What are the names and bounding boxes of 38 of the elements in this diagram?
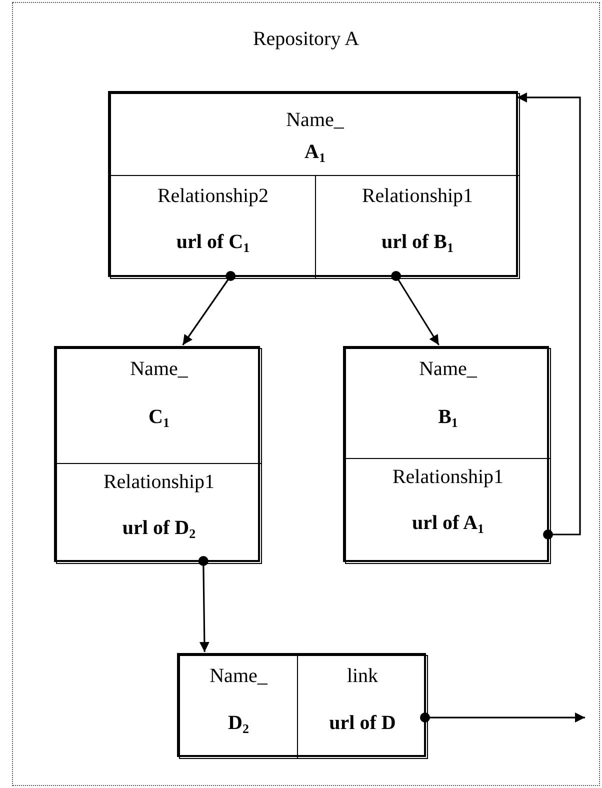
field-name: link [346, 664, 378, 688]
field-name: Name_ [419, 357, 477, 381]
record-cell [56, 463, 262, 564]
field-name: Relationship1 [362, 184, 474, 208]
field-name: Name_ [286, 108, 344, 132]
record-cell [179, 655, 298, 759]
field-value: C$_{1}$ [148, 405, 170, 429]
arrow [517, 92, 581, 540]
record-box [343, 346, 549, 562]
record-cell [110, 93, 520, 176]
field-value: url of A$_{1}$ [412, 511, 484, 535]
field-value: A$_{1}$ [304, 140, 326, 164]
record-box [177, 653, 426, 757]
arrow [182, 271, 236, 346]
field-value: url of B$_{1}$ [381, 230, 454, 254]
field-value: url of C$_{1}$ [176, 230, 250, 254]
field-name: Relationship1 [392, 465, 504, 489]
record-box [54, 346, 260, 562]
field-value: url of D [329, 711, 396, 735]
arrow [198, 556, 210, 652]
record-cell [56, 348, 262, 464]
field-value: D$_{2}$ [228, 711, 249, 735]
record-box [108, 91, 518, 277]
repository-frame [12, 2, 600, 786]
record-cell [345, 348, 551, 459]
field-name: Relationship1 [103, 470, 215, 494]
repository-title: Repository A [252, 27, 360, 51]
record-cell [297, 655, 428, 759]
field-name: Name_ [210, 664, 268, 688]
record-cell [315, 175, 520, 279]
record-cell [110, 175, 316, 279]
field-name: Relationship2 [157, 184, 269, 208]
record-cell [345, 458, 551, 564]
arrow [420, 712, 585, 723]
field-value: url of D$_{2}$ [122, 516, 196, 540]
arrow [391, 271, 440, 346]
field-name: Name_ [130, 357, 188, 381]
field-value: B$_{1}$ [438, 405, 458, 429]
